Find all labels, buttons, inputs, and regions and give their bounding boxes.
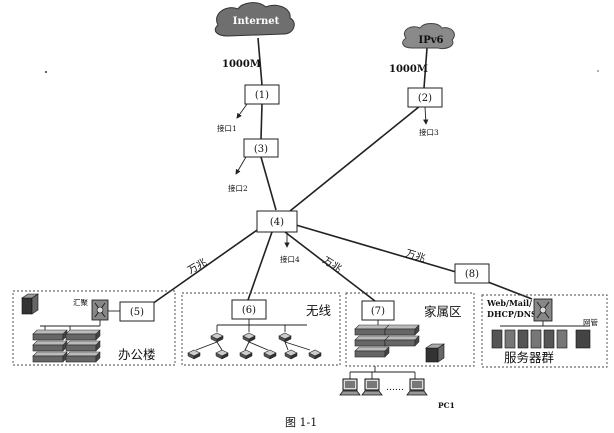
zone-family-label: 家属区 — [424, 304, 462, 319]
device-5-label: (5) — [130, 307, 144, 318]
zone-servers: Web/Mail/ DHCP/DNS 网管 服务器群 — [481, 294, 608, 368]
switch-stack-family-2 — [384, 324, 420, 347]
interface-3-label: 接口3 — [419, 127, 439, 137]
pc-icon — [406, 378, 428, 396]
interface-4-label: 接口4 — [280, 254, 300, 264]
web-mail-label-1: Web/Mail/ — [486, 298, 532, 308]
zone-wireless: 无线 — [181, 292, 341, 366]
arrow-icon — [235, 156, 247, 175]
netmgmt-label: 网管 — [583, 317, 598, 327]
server-icon — [491, 329, 591, 349]
device-6: (6) — [231, 299, 267, 320]
link-d2-to-d4 — [289, 105, 421, 212]
device-2: (2) — [407, 87, 443, 108]
arrow-icon — [423, 106, 429, 125]
switch-stack-office-2 — [65, 329, 101, 363]
internet-cloud: Internet — [214, 2, 295, 37]
zone-servers-label: 服务器群 — [504, 350, 555, 365]
access-point-icon — [187, 332, 322, 360]
link-ipv6-to-d2 — [423, 47, 428, 89]
device-2-label: (2) — [418, 93, 432, 104]
device-8: (8) — [454, 263, 490, 284]
link-office-speed: 万兆 — [186, 256, 209, 276]
device-6-label: (6) — [242, 305, 256, 316]
link-d3-to-d4 — [260, 156, 277, 211]
pc-ellipsis: …… — [386, 383, 404, 393]
link-family-speed: 万兆 — [320, 254, 343, 275]
web-mail-label-2: DHCP/DNS — [487, 309, 537, 319]
zone-office-label: 办公楼 — [118, 347, 156, 362]
connection-lines — [151, 37, 533, 305]
figure-caption: 图 1-1 — [285, 416, 317, 429]
scan-speck — [45, 71, 47, 73]
aggregation-label: 汇聚 — [73, 298, 88, 307]
aggregation-switch-icon — [91, 299, 109, 321]
zone-family: 家属区 — [345, 292, 475, 367]
arrow-icon — [236, 103, 248, 119]
switch-stack-family-1 — [354, 324, 390, 358]
interface-1-label: 接口1 — [217, 123, 237, 133]
device-3-label: (3) — [254, 144, 268, 155]
device-8-label: (8) — [465, 269, 479, 280]
bandwidth-ipv6-label: 1000M — [389, 64, 428, 75]
link-d4-to-d7 — [284, 231, 376, 302]
device-1-label: (1) — [255, 90, 269, 101]
internet-label: Internet — [233, 16, 280, 27]
device-7: (7) — [361, 300, 395, 321]
link-internet-to-d1 — [257, 37, 263, 86]
core-switch-icon — [533, 298, 553, 322]
zone-wireless-label: 无线 — [306, 303, 332, 318]
pc-icon — [339, 378, 361, 396]
cloud-icon — [402, 23, 455, 49]
device-7-label: (7) — [371, 306, 385, 317]
ipv6-label: IPv6 — [419, 35, 444, 46]
device-4: (4) — [256, 210, 298, 233]
link-d1-to-d3 — [260, 103, 263, 140]
pc-icon — [361, 378, 383, 396]
link-d8-to-servers — [487, 281, 533, 300]
link-server-speed: 万兆 — [404, 247, 427, 264]
device-3: (3) — [243, 138, 279, 158]
switch-stack-office-1 — [32, 329, 68, 363]
scan-speck — [597, 70, 599, 72]
interface-2-label: 接口2 — [228, 183, 248, 193]
link-d4-to-d8 — [295, 224, 457, 273]
device-5: (5) — [119, 301, 155, 322]
server-icon — [21, 293, 39, 315]
link-d4-to-d6 — [247, 231, 273, 301]
device-1: (1) — [244, 84, 280, 105]
bandwidth-internet-label: 1000M — [222, 59, 261, 70]
cloud-icon — [214, 2, 295, 37]
pc1-label: PC1 — [438, 401, 455, 410]
zone-office: 汇聚 办公楼 — [12, 290, 176, 366]
device-4-label: (4) — [270, 217, 284, 228]
ipv6-cloud: IPv6 — [402, 23, 455, 49]
server-icon — [425, 343, 445, 363]
pc-group: …… PC1 — [339, 366, 455, 410]
